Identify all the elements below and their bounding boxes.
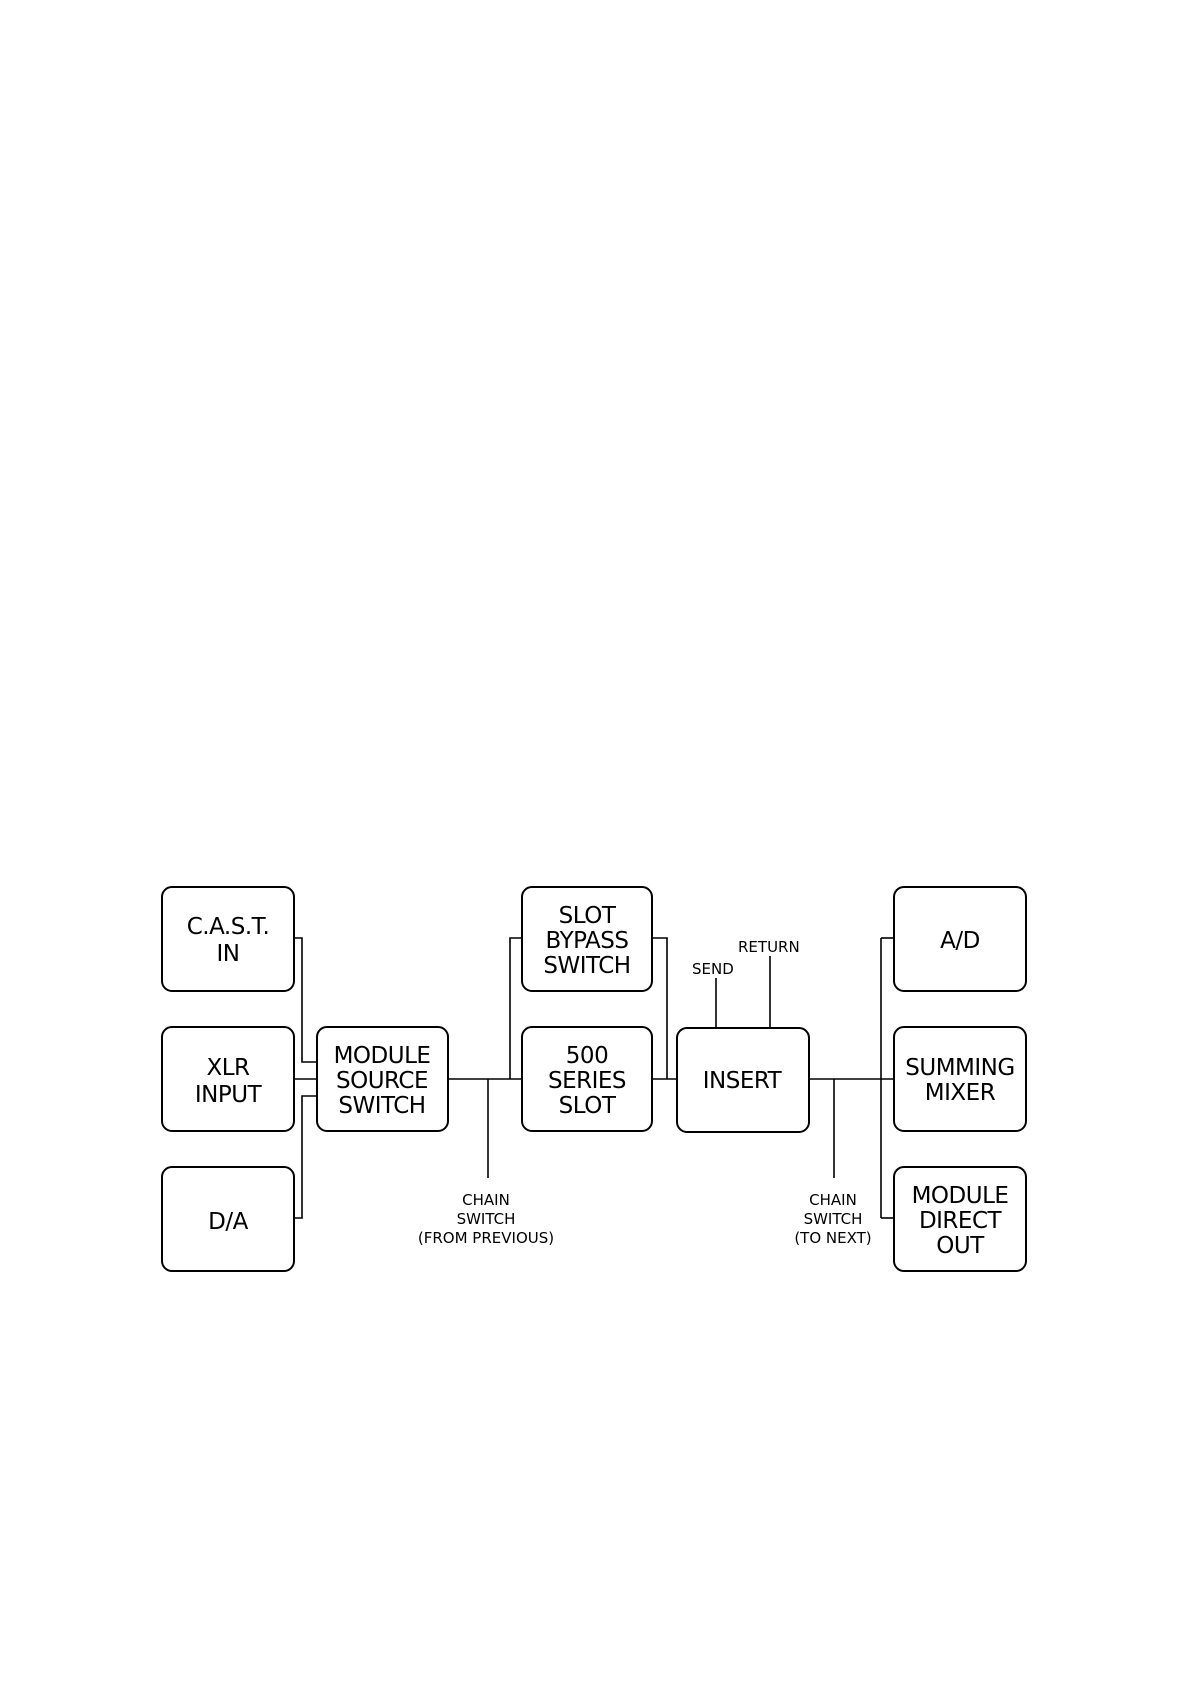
block-module-direct-out-line-3: OUT: [936, 1233, 985, 1259]
block-slot-bypass-switch: SLOT BYPASS SWITCH: [522, 887, 652, 991]
block-ad-line-1: A/D: [940, 928, 980, 954]
label-chain-from-line-1: CHAIN: [462, 1191, 510, 1209]
block-500-series-slot-line-2: SERIES: [548, 1068, 626, 1094]
block-da: D/A: [162, 1167, 294, 1271]
block-module-direct-out-line-2: DIRECT: [919, 1208, 1003, 1234]
block-cast-in-line-2: IN: [217, 941, 240, 967]
block-500-series-slot-line-3: SLOT: [559, 1093, 617, 1119]
block-module-source-switch-line-2: SOURCE: [336, 1068, 428, 1094]
block-summing-mixer-line-2: MIXER: [925, 1080, 996, 1106]
block-xlr-input-line-1: XLR: [206, 1055, 250, 1081]
block-ad: A/D: [894, 887, 1026, 991]
block-da-line-1: D/A: [208, 1209, 248, 1235]
block-cast-in: C.A.S.T. IN: [162, 887, 294, 991]
block-insert-line-1: INSERT: [703, 1068, 783, 1094]
block-summing-mixer: SUMMING MIXER: [894, 1027, 1026, 1131]
block-module-source-switch: MODULE SOURCE SWITCH: [317, 1027, 448, 1131]
wire-bypass-to-insert: [652, 938, 667, 1079]
label-chain-to-line-3: (TO NEXT): [794, 1229, 871, 1247]
block-500-series-slot: 500 SERIES SLOT: [522, 1027, 652, 1131]
block-module-source-switch-line-1: MODULE: [334, 1043, 431, 1069]
block-slot-bypass-switch-line-2: BYPASS: [546, 928, 629, 954]
wire-cast-in: [294, 938, 317, 1062]
label-chain-from-line-3: (FROM PREVIOUS): [418, 1229, 554, 1247]
label-chain-to-line-1: CHAIN: [809, 1191, 857, 1209]
label-chain-to-line-2: SWITCH: [804, 1210, 863, 1228]
wire-da: [294, 1096, 317, 1218]
label-chain-switch-from-previous: CHAIN SWITCH (FROM PREVIOUS): [418, 1191, 554, 1247]
block-slot-bypass-switch-line-3: SWITCH: [543, 953, 630, 979]
block-module-source-switch-line-3: SWITCH: [338, 1093, 425, 1119]
block-slot-bypass-switch-line-1: SLOT: [559, 903, 617, 929]
label-chain-switch-to-next: CHAIN SWITCH (TO NEXT): [794, 1191, 871, 1247]
wire-to-bypass: [510, 938, 522, 1079]
label-chain-from-line-2: SWITCH: [457, 1210, 516, 1228]
block-xlr-input-line-2: INPUT: [195, 1082, 263, 1108]
block-module-direct-out-line-1: MODULE: [912, 1183, 1009, 1209]
label-send: SEND: [692, 960, 734, 978]
block-summing-mixer-line-1: SUMMING: [905, 1055, 1014, 1081]
label-return: RETURN: [738, 938, 800, 956]
block-module-direct-out: MODULE DIRECT OUT: [894, 1167, 1026, 1271]
block-xlr-input: XLR INPUT: [162, 1027, 294, 1131]
block-insert: INSERT: [677, 1028, 809, 1132]
block-500-series-slot-line-1: 500: [566, 1043, 608, 1069]
block-cast-in-line-1: C.A.S.T.: [187, 914, 270, 940]
